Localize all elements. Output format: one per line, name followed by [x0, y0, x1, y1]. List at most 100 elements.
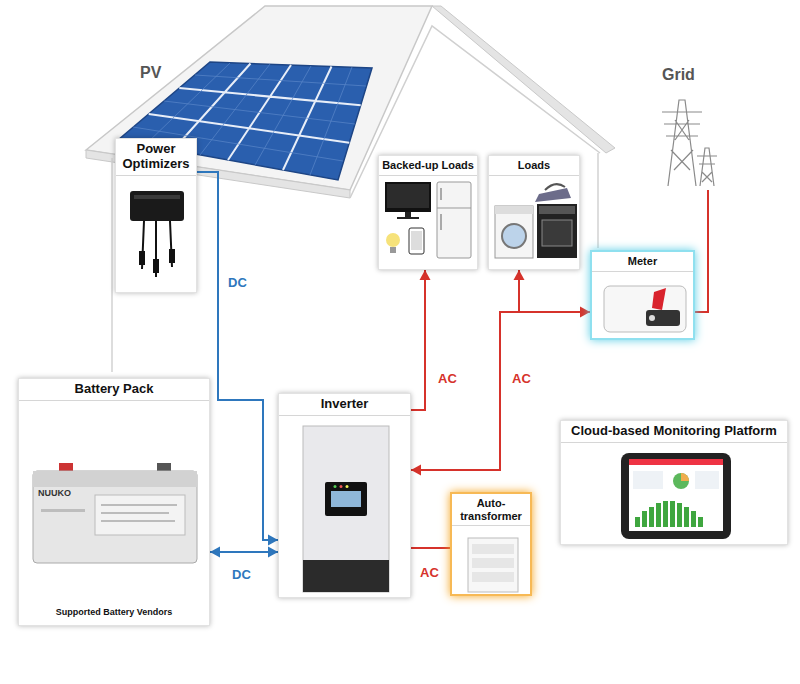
transformer-icon — [472, 558, 514, 568]
appliance-icons — [545, 184, 565, 190]
box-caption: Supported Battery Vendors — [19, 607, 209, 617]
tablet-icon — [677, 503, 682, 527]
tablet-icon — [629, 459, 723, 531]
power-towers — [662, 100, 717, 186]
monitoring-box: Cloud-based Monitoring Platform — [560, 420, 788, 545]
battery-icon — [33, 471, 197, 563]
ac-connector — [411, 548, 450, 549]
tablet-icon — [633, 471, 663, 489]
arrow-head — [411, 465, 421, 476]
optimizer-icon — [134, 195, 180, 199]
tablet-icon — [621, 453, 731, 539]
battery-icon — [19, 379, 211, 627]
appliance-icons — [440, 214, 442, 230]
dc-connector — [210, 547, 278, 558]
box-title: Auto-transformer — [452, 494, 530, 526]
appliance-icons — [390, 247, 396, 253]
connector-label: DC — [230, 568, 253, 582]
ac-connector — [411, 270, 525, 470]
transformer-icon — [472, 572, 514, 582]
tablet-icon — [695, 471, 719, 489]
tablet-icon — [691, 511, 696, 527]
tablet-icon — [629, 459, 723, 465]
power-towers — [697, 148, 717, 186]
connector-label: DC — [226, 276, 249, 290]
optimizer-icon — [153, 259, 159, 273]
arrow-head — [210, 547, 220, 558]
appliance-icons — [385, 182, 431, 212]
inverter-icon — [303, 426, 389, 592]
connector-label: AC — [436, 372, 459, 386]
house-outline — [432, 6, 615, 153]
connector-line — [411, 270, 425, 410]
box-title: Power Optimizers — [116, 139, 196, 176]
inverter-box: Inverter — [278, 393, 411, 598]
section-label: PV — [140, 64, 161, 82]
tablet-icon — [649, 507, 654, 527]
tablet-icon — [698, 517, 703, 527]
tablet-icon — [642, 511, 647, 527]
appliance-icons — [437, 208, 471, 209]
connector-line — [411, 270, 519, 470]
box-title: Battery Pack — [19, 379, 209, 401]
tablet-icon — [684, 507, 689, 527]
inverter-icon — [334, 485, 337, 488]
tablet-icon — [656, 503, 661, 527]
inverter-icon — [303, 560, 389, 592]
appliance-icons — [495, 206, 533, 214]
transformer-icon — [452, 494, 534, 598]
brand-label: NUUKO — [38, 489, 71, 499]
inverter-icon — [331, 491, 361, 507]
arrow-head — [580, 307, 590, 318]
appliance-icons — [386, 233, 400, 247]
inverter-icon — [346, 485, 349, 488]
box-title: Inverter — [279, 394, 410, 416]
power-towers — [662, 100, 702, 186]
inverter-icon — [325, 482, 367, 516]
connector-line — [210, 551, 278, 553]
appliance-icons — [440, 188, 442, 200]
battery-icon — [33, 471, 197, 487]
appliance-icons — [495, 206, 533, 258]
tablet-icon — [635, 501, 703, 527]
arrow-head — [268, 535, 278, 546]
appliance-icons — [542, 220, 572, 246]
section-label: Grid — [662, 66, 695, 84]
appliance-icons — [397, 217, 419, 219]
appliance-icons — [409, 228, 424, 254]
appliance-icons — [535, 188, 571, 202]
tablet-icon — [561, 421, 789, 546]
inverter-icon — [279, 394, 412, 599]
appliance-icons — [502, 224, 526, 248]
meter-icon — [652, 288, 666, 310]
tablet-icon — [663, 501, 668, 527]
appliance-icons — [411, 231, 422, 250]
tablet-icon — [673, 473, 689, 489]
appliance-icons — [437, 182, 471, 258]
meter-icon — [604, 286, 686, 332]
arrow-head — [514, 270, 525, 280]
meter-icon — [649, 315, 655, 321]
optimizer-icon — [130, 191, 184, 221]
box-title: Cloud-based Monitoring Platform — [561, 421, 787, 443]
optimizer-box: Power Optimizers — [115, 138, 197, 293]
tablet-icon — [681, 473, 689, 481]
transformer-icon — [468, 538, 518, 592]
inverter-icon — [340, 485, 343, 488]
battery-icon — [95, 495, 185, 535]
house-outline — [86, 6, 615, 372]
box-title: Backed-up Loads — [379, 156, 477, 176]
grid-wire — [695, 190, 708, 312]
arrow-head — [420, 270, 431, 280]
connector-label: AC — [418, 566, 441, 580]
appliance-icons — [405, 212, 411, 217]
appliance-icons — [489, 156, 581, 271]
appliance-icons — [387, 184, 429, 208]
optimizer-icon — [169, 249, 175, 263]
battery-box: Battery PackSupported Battery Vendors — [18, 378, 210, 626]
appliance-icons — [379, 156, 479, 271]
battery-icon — [41, 509, 85, 512]
box-title: Loads — [489, 156, 579, 176]
optimizer-icon — [142, 221, 172, 277]
